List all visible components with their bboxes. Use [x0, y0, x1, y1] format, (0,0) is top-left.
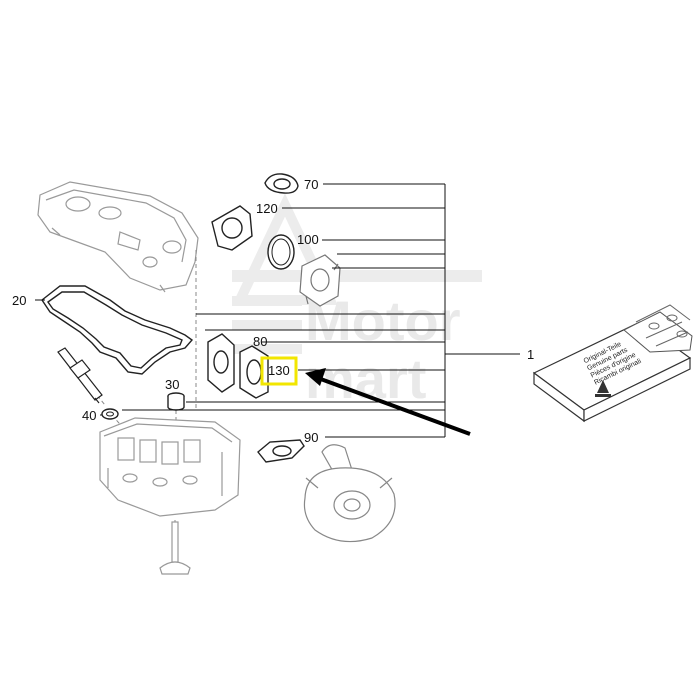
- callout-70: 70: [304, 177, 318, 192]
- callout-120: 120: [256, 201, 278, 216]
- manifold-flange: [299, 254, 341, 307]
- cover-gasket: [41, 285, 194, 375]
- highlight-box-130: [260, 356, 298, 386]
- callout-40: 40: [82, 408, 96, 423]
- valve: [159, 521, 191, 575]
- washer-40: [101, 408, 119, 420]
- callout-labels: 70 120 100 80 130 30 90 20 40 1: [12, 177, 534, 445]
- callout-30: 30: [165, 377, 179, 392]
- engine-block: [99, 417, 241, 517]
- cylinder-head-cover: [37, 181, 199, 293]
- gasket-80: [207, 333, 235, 393]
- seal-30: [167, 392, 185, 411]
- callout-90: 90: [304, 430, 318, 445]
- gasket-130: [239, 345, 269, 399]
- gasket-kit-box: Original-Teile Genuine parts Pièces d'or…: [532, 304, 693, 423]
- callout-130: 130: [268, 363, 290, 378]
- watermark-line2: mart: [305, 347, 426, 410]
- callout-80: 80: [253, 334, 267, 349]
- gasket-70: [264, 173, 299, 194]
- gasket-100: [267, 234, 295, 270]
- gasket-90: [257, 439, 305, 463]
- callout-1: 1: [527, 347, 534, 362]
- kit-box-logo-icon: [595, 380, 611, 397]
- gasket-120: [211, 205, 253, 251]
- callout-20: 20: [12, 293, 26, 308]
- callout-100: 100: [297, 232, 319, 247]
- pointer-arrow: [305, 368, 471, 436]
- injector: [57, 347, 103, 404]
- leader-lines: [35, 183, 520, 438]
- turbocharger: [303, 444, 396, 543]
